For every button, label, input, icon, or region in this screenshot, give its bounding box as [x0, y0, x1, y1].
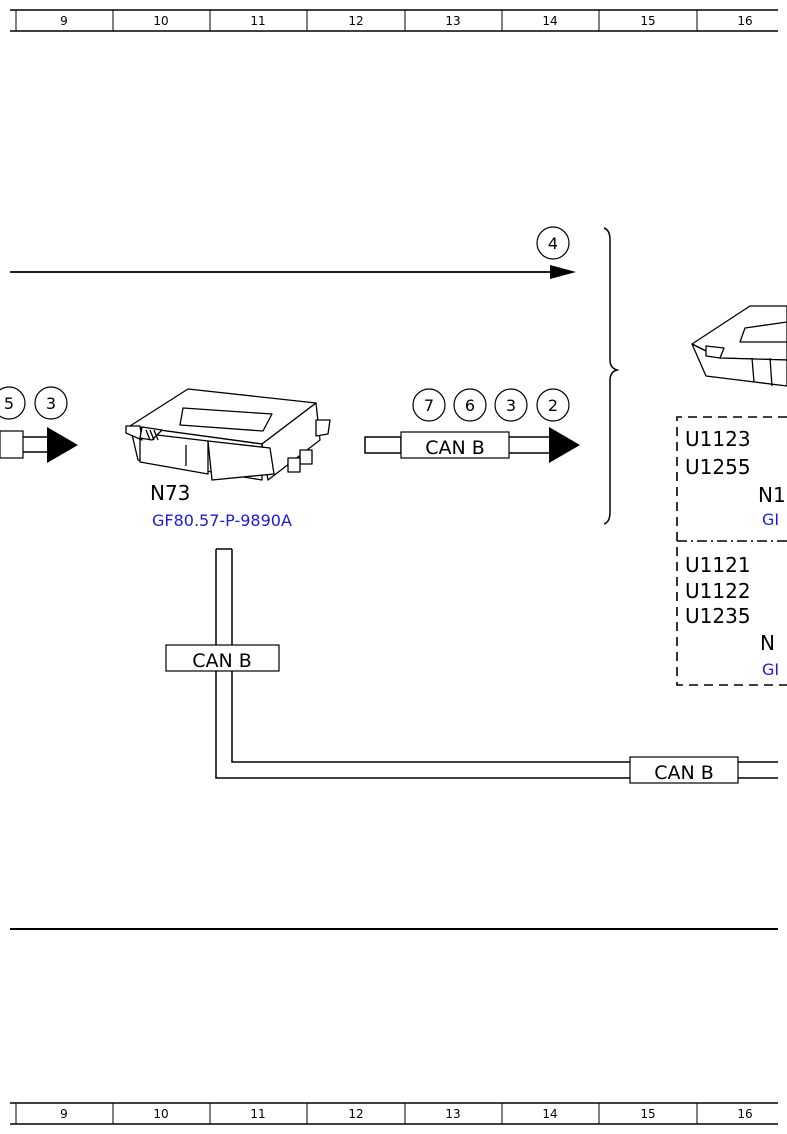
- ruler-label: 16: [737, 14, 752, 28]
- badge-2: 2: [536, 388, 570, 422]
- svg-text:7: 7: [424, 396, 434, 415]
- ruler-label: 10: [153, 14, 168, 28]
- can-b-bus-line: [215, 548, 778, 779]
- ruler-label: 14: [542, 1107, 557, 1121]
- svg-text:CAN B: CAN B: [654, 762, 714, 784]
- svg-text:3: 3: [506, 396, 516, 415]
- badge-3-left: 3: [34, 386, 68, 420]
- badge-7: 7: [412, 388, 446, 422]
- can-b-label-horizontal: CAN B: [400, 431, 510, 459]
- control-unit-n73-icon: [125, 388, 331, 481]
- svg-text:CAN B: CAN B: [425, 437, 485, 459]
- top-ruler: 9 10 11 12 13 14 15 16: [10, 9, 778, 32]
- ruler-label: 15: [640, 1107, 655, 1121]
- top-signal-arrow: [10, 265, 576, 279]
- bottom-ruler: 9 10 11 12 13 14 15 16: [10, 1102, 778, 1125]
- cut-module-reference-link[interactable]: GI: [762, 660, 779, 679]
- can-b-label-vertical: CAN B: [165, 644, 280, 672]
- svg-text:4: 4: [548, 234, 558, 253]
- module-n73-reference-link[interactable]: GF80.57-P-9890A: [152, 511, 292, 530]
- ruler-label: 12: [348, 14, 363, 28]
- fault-code: U1122: [685, 579, 751, 603]
- svg-text:CAN B: CAN B: [192, 650, 252, 672]
- badge-4: 4: [536, 226, 570, 260]
- cut-module-label: N1: [758, 483, 786, 507]
- ruler-label: 10: [153, 1107, 168, 1121]
- grouping-brace: [603, 227, 620, 525]
- ruler-label: 15: [640, 14, 655, 28]
- ruler-label: 12: [348, 1107, 363, 1121]
- can-b-arrow: [364, 427, 580, 463]
- ruler-label: 16: [737, 1107, 752, 1121]
- svg-text:6: 6: [465, 396, 475, 415]
- badge-5: 5: [0, 386, 26, 420]
- cut-module-label: N: [760, 631, 775, 655]
- can-b-label-bottom: CAN B: [629, 756, 739, 784]
- control-unit-right-icon: [691, 305, 787, 387]
- ruler-label: 11: [250, 1107, 265, 1121]
- ruler-label: 14: [542, 14, 557, 28]
- ruler-label: 9: [60, 1107, 68, 1121]
- cut-module-reference-link[interactable]: GI: [762, 510, 779, 529]
- svg-text:5: 5: [4, 394, 14, 413]
- fault-code: U1235: [685, 604, 751, 628]
- fault-code: U1255: [685, 455, 751, 479]
- svg-text:3: 3: [46, 394, 56, 413]
- ruler-label: 13: [445, 1107, 460, 1121]
- badge-3-right: 3: [494, 388, 528, 422]
- svg-text:2: 2: [548, 396, 558, 415]
- badge-6: 6: [453, 388, 487, 422]
- fault-code: U1123: [685, 427, 751, 451]
- ruler-label: 11: [250, 14, 265, 28]
- fault-code: U1121: [685, 553, 751, 577]
- ruler-label: 9: [60, 14, 68, 28]
- fault-code-box: [676, 416, 787, 686]
- ruler-label: 13: [445, 14, 460, 28]
- left-incoming-arrow: [0, 427, 78, 463]
- module-n73-label: N73: [150, 481, 190, 505]
